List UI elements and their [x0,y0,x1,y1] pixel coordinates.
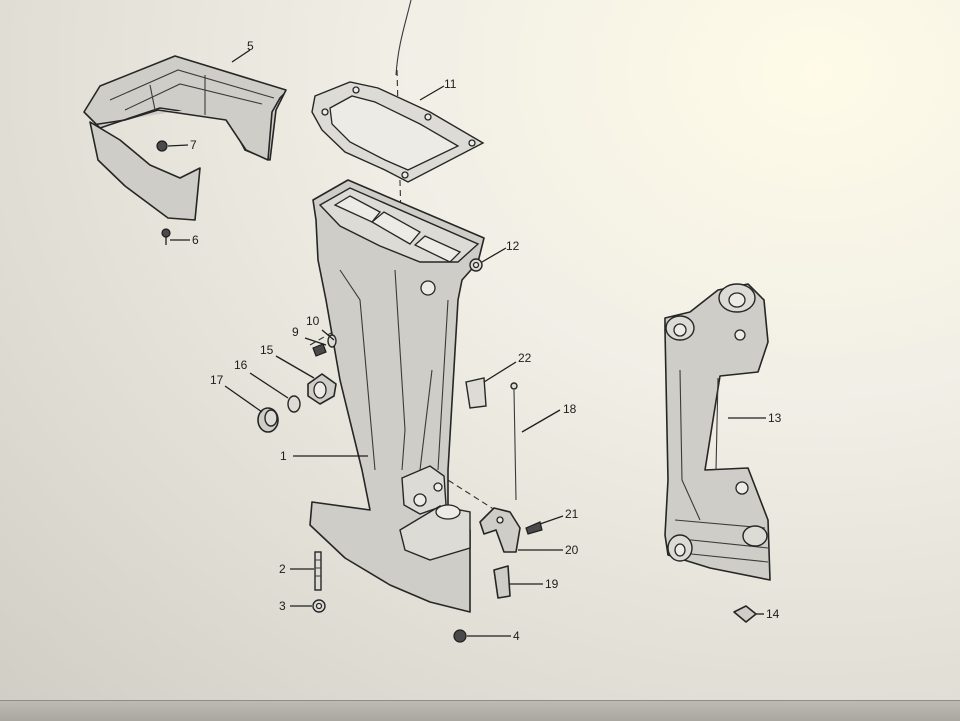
part-11-gasket [311,81,485,183]
part-20-cam [479,507,521,553]
part-15-bushing [307,373,337,405]
callout-7: 7 [190,138,197,152]
part-9-screw [312,343,327,357]
callout-13: 13 [768,411,782,425]
part-22-clip [465,377,487,409]
callout-18: 18 [563,402,577,416]
part-14-pad [733,605,757,623]
callout-1: 1 [280,449,287,463]
callout-6: 6 [192,233,199,247]
part-6-screw [161,228,171,245]
callout-19: 19 [545,577,559,591]
part-2-stud [314,551,322,591]
assembly-guide-line [439,474,496,511]
part-13-swivel-bracket [664,283,771,581]
callout-12: 12 [506,239,520,253]
part-21-screw [525,521,543,535]
part-3-nut [312,599,326,613]
callout-5: 5 [247,39,254,53]
part-12-nut [469,258,483,272]
callout-10: 10 [306,314,320,328]
part-1-driveshaft-housing [309,179,485,613]
callout-16: 16 [234,358,248,372]
part-18-rod [510,382,518,501]
callout-3: 3 [279,599,286,613]
callout-14: 14 [766,607,780,621]
screen-bottom-edge [0,700,960,721]
callout-11: 11 [444,77,457,91]
part-5-lower-cowl [83,55,287,221]
callout-15: 15 [260,343,274,357]
part-16-retaining-ring [287,395,301,413]
callout-2: 2 [279,562,286,576]
callout-22: 22 [518,351,532,365]
control-cable [395,0,412,76]
part-17-cap [257,407,279,433]
part-4-plug [453,629,467,643]
part-10-washer [327,334,337,348]
part-19-link [493,565,511,599]
callout-21: 21 [565,507,579,521]
callout-17: 17 [210,373,224,387]
callout-20: 20 [565,543,579,557]
callout-4: 4 [513,629,520,643]
callout-9: 9 [292,325,299,339]
part-7-nut [156,140,168,152]
